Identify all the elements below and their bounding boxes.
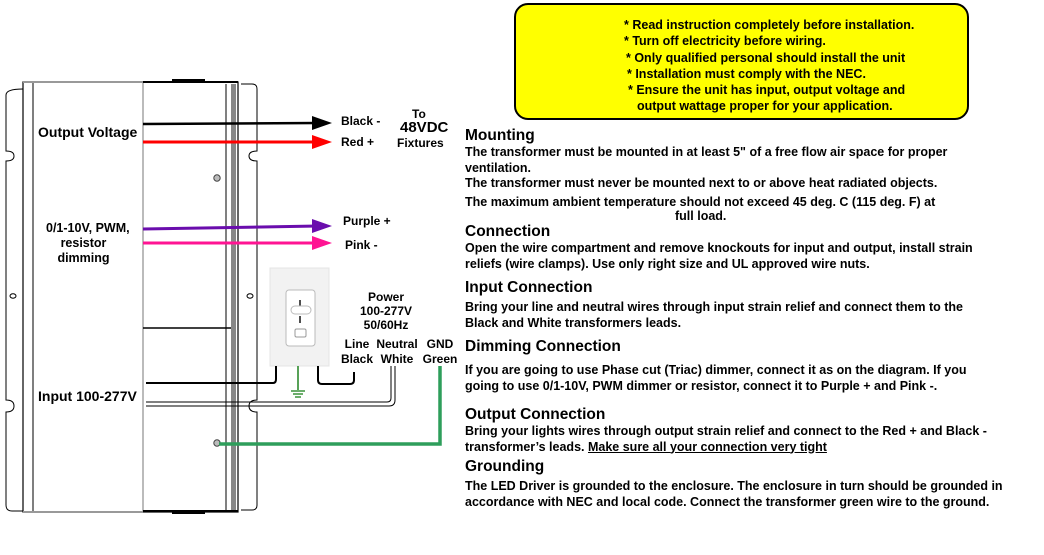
green-ground-wire [219, 366, 442, 446]
driver-enclosure [5, 79, 258, 514]
pink-dimming-arrow [312, 236, 332, 250]
warning-line: * Turn off electricity before wiring. [624, 34, 826, 49]
warning-line: * Read instruction completely before ins… [624, 18, 915, 32]
warning-line: * Only qualified personal should install… [626, 50, 906, 65]
mounting-hole [9, 293, 17, 299]
neutral-label: Neutral [376, 337, 418, 351]
section-heading: Output Connection [465, 406, 606, 423]
mounting-hole [246, 293, 254, 299]
warning-line: output wattage proper for your applicati… [637, 99, 893, 114]
tight-connection-emphasis: Make sure all your connection very tight [587, 439, 827, 454]
pink-wire-label: Pink - [345, 238, 378, 252]
section-heading: Connection [465, 223, 551, 240]
power-frequency: 50/60Hz [363, 318, 409, 332]
warning-line: * Installation must comply with the NEC. [627, 66, 866, 81]
section-text: full load. [675, 209, 727, 223]
gnd-color-label: Green [422, 351, 458, 366]
line-input-wire [146, 366, 277, 384]
right-mounting-flange [241, 83, 258, 511]
warning-box: * Read instruction completely before ins… [514, 3, 969, 120]
power-voltage: 100-277V [359, 304, 413, 318]
output-connection-text: Bring your lights wires through output s… [465, 424, 987, 454]
red-wire-label: Red + [341, 135, 375, 149]
screw-icon [213, 174, 221, 182]
dimming-label-line: dimming [57, 251, 110, 265]
left-mounting-flange [5, 88, 24, 512]
enclosure-body [22, 81, 239, 513]
dimming-label: 0/1-10V, PWM, resistor dimming [46, 221, 130, 266]
section-heading: Input Connection [465, 279, 593, 296]
black-output-wire [142, 121, 319, 126]
gnd-lead-label: GND Green [421, 337, 459, 366]
dimming-label-line: resistor [60, 236, 107, 250]
purple-wire-label: Purple + [343, 214, 391, 228]
section-output-connection: Output Connection Bring your lights wire… [465, 406, 1040, 455]
fixtures-label: Fixtures [397, 136, 444, 150]
section-heading: Dimming Connection [465, 338, 621, 355]
wall-dimmer-switch [269, 267, 330, 367]
purple-dimming-arrow [312, 219, 332, 233]
section-grounding: Grounding The LED Driver is grounded to … [465, 458, 1040, 510]
black-output-arrow [312, 116, 332, 130]
instructions-panel: Mounting The transformer must be mounted… [465, 127, 1040, 510]
red-output-arrow [312, 135, 332, 149]
line-label: Line [344, 337, 370, 351]
fixtures-to-label: To [412, 107, 426, 121]
section-text: The transformer must be mounted in at le… [465, 145, 948, 175]
section-connection: Connection Open the wire compartment and… [465, 223, 1040, 272]
section-dimming-connection: Dimming Connection If you are going to u… [465, 338, 1040, 394]
section-text: The maximum ambient temperature should n… [465, 194, 936, 209]
section-text: If you are going to use Phase cut (Triac… [465, 363, 967, 393]
output-voltage-label: Output Voltage [38, 124, 138, 140]
fixtures-voltage-label: 48VDC [400, 119, 449, 136]
black-wire-label: Black - [341, 114, 381, 128]
neutral-color-label: White [380, 351, 414, 366]
input-voltage-label: Input 100-277V [38, 388, 137, 404]
warning-line: * Ensure the unit has input, output volt… [628, 83, 906, 98]
dimming-label-line: 0/1-10V, PWM, [46, 221, 130, 235]
warning-list: * Read instruction completely before ins… [624, 17, 914, 115]
neutral-white-wire [146, 366, 392, 403]
line-lead-label: Line Black [339, 337, 375, 366]
purple-dimming-wire [142, 224, 319, 231]
section-text: The LED Driver is grounded to the enclos… [465, 479, 1003, 509]
section-text: Bring your line and neutral wires throug… [465, 300, 963, 330]
section-heading: Grounding [465, 458, 545, 475]
section-mounting: Mounting The transformer must be mounted… [465, 127, 1040, 223]
section-text: Bring your lights wires through output s… [465, 424, 1030, 455]
neutral-lead-label: Neutral White [375, 337, 419, 366]
section-input-connection: Input Connection Bring your line and neu… [465, 279, 1040, 331]
line-black-loop [317, 366, 355, 385]
section-heading: Mounting [465, 127, 535, 144]
section-text: Open the wire compartment and remove kno… [465, 241, 973, 271]
power-title: Power [367, 290, 404, 304]
gnd-label: GND [426, 337, 454, 351]
power-label: Power 100-277V 50/60Hz [355, 290, 417, 332]
line-color-label: Black [340, 351, 374, 366]
section-text: The transformer must never be mounted ne… [465, 176, 938, 190]
ground-symbol-icon [291, 390, 305, 398]
